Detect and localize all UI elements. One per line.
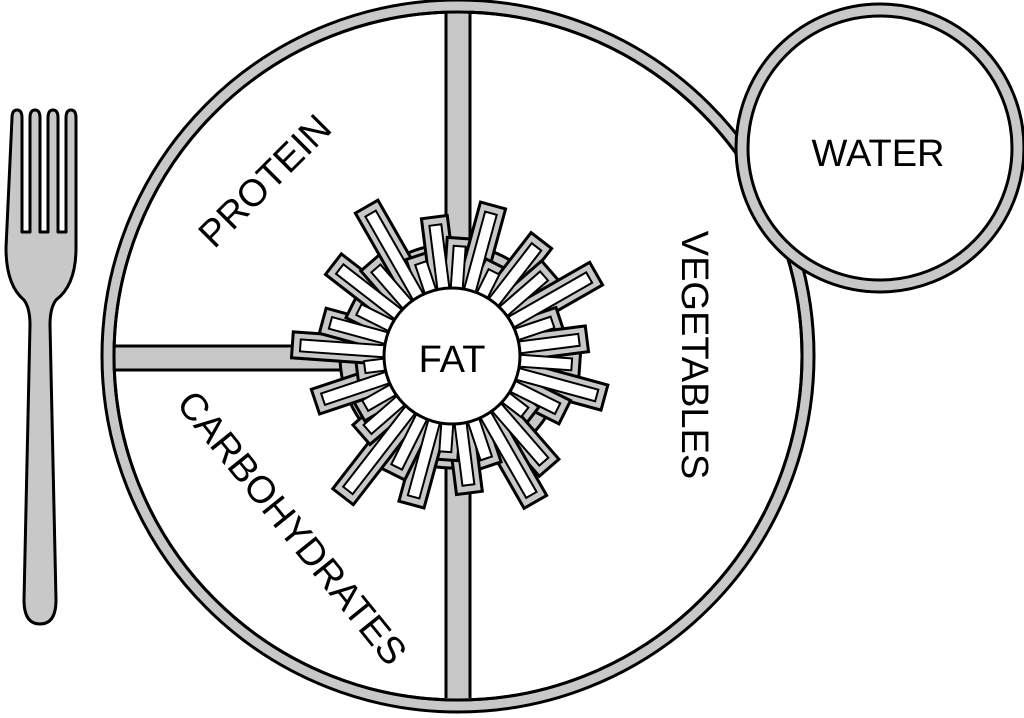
water-glass-icon: [734, 2, 1024, 294]
label-water: WATER: [812, 133, 945, 175]
label-fat: FAT: [419, 339, 486, 381]
glass-surface: [746, 14, 1014, 282]
burst-center: [382, 286, 522, 426]
fork-icon: [4, 108, 78, 626]
label-vegetables: VEGETABLES: [673, 231, 715, 480]
fat-burst-icon: [289, 198, 610, 511]
